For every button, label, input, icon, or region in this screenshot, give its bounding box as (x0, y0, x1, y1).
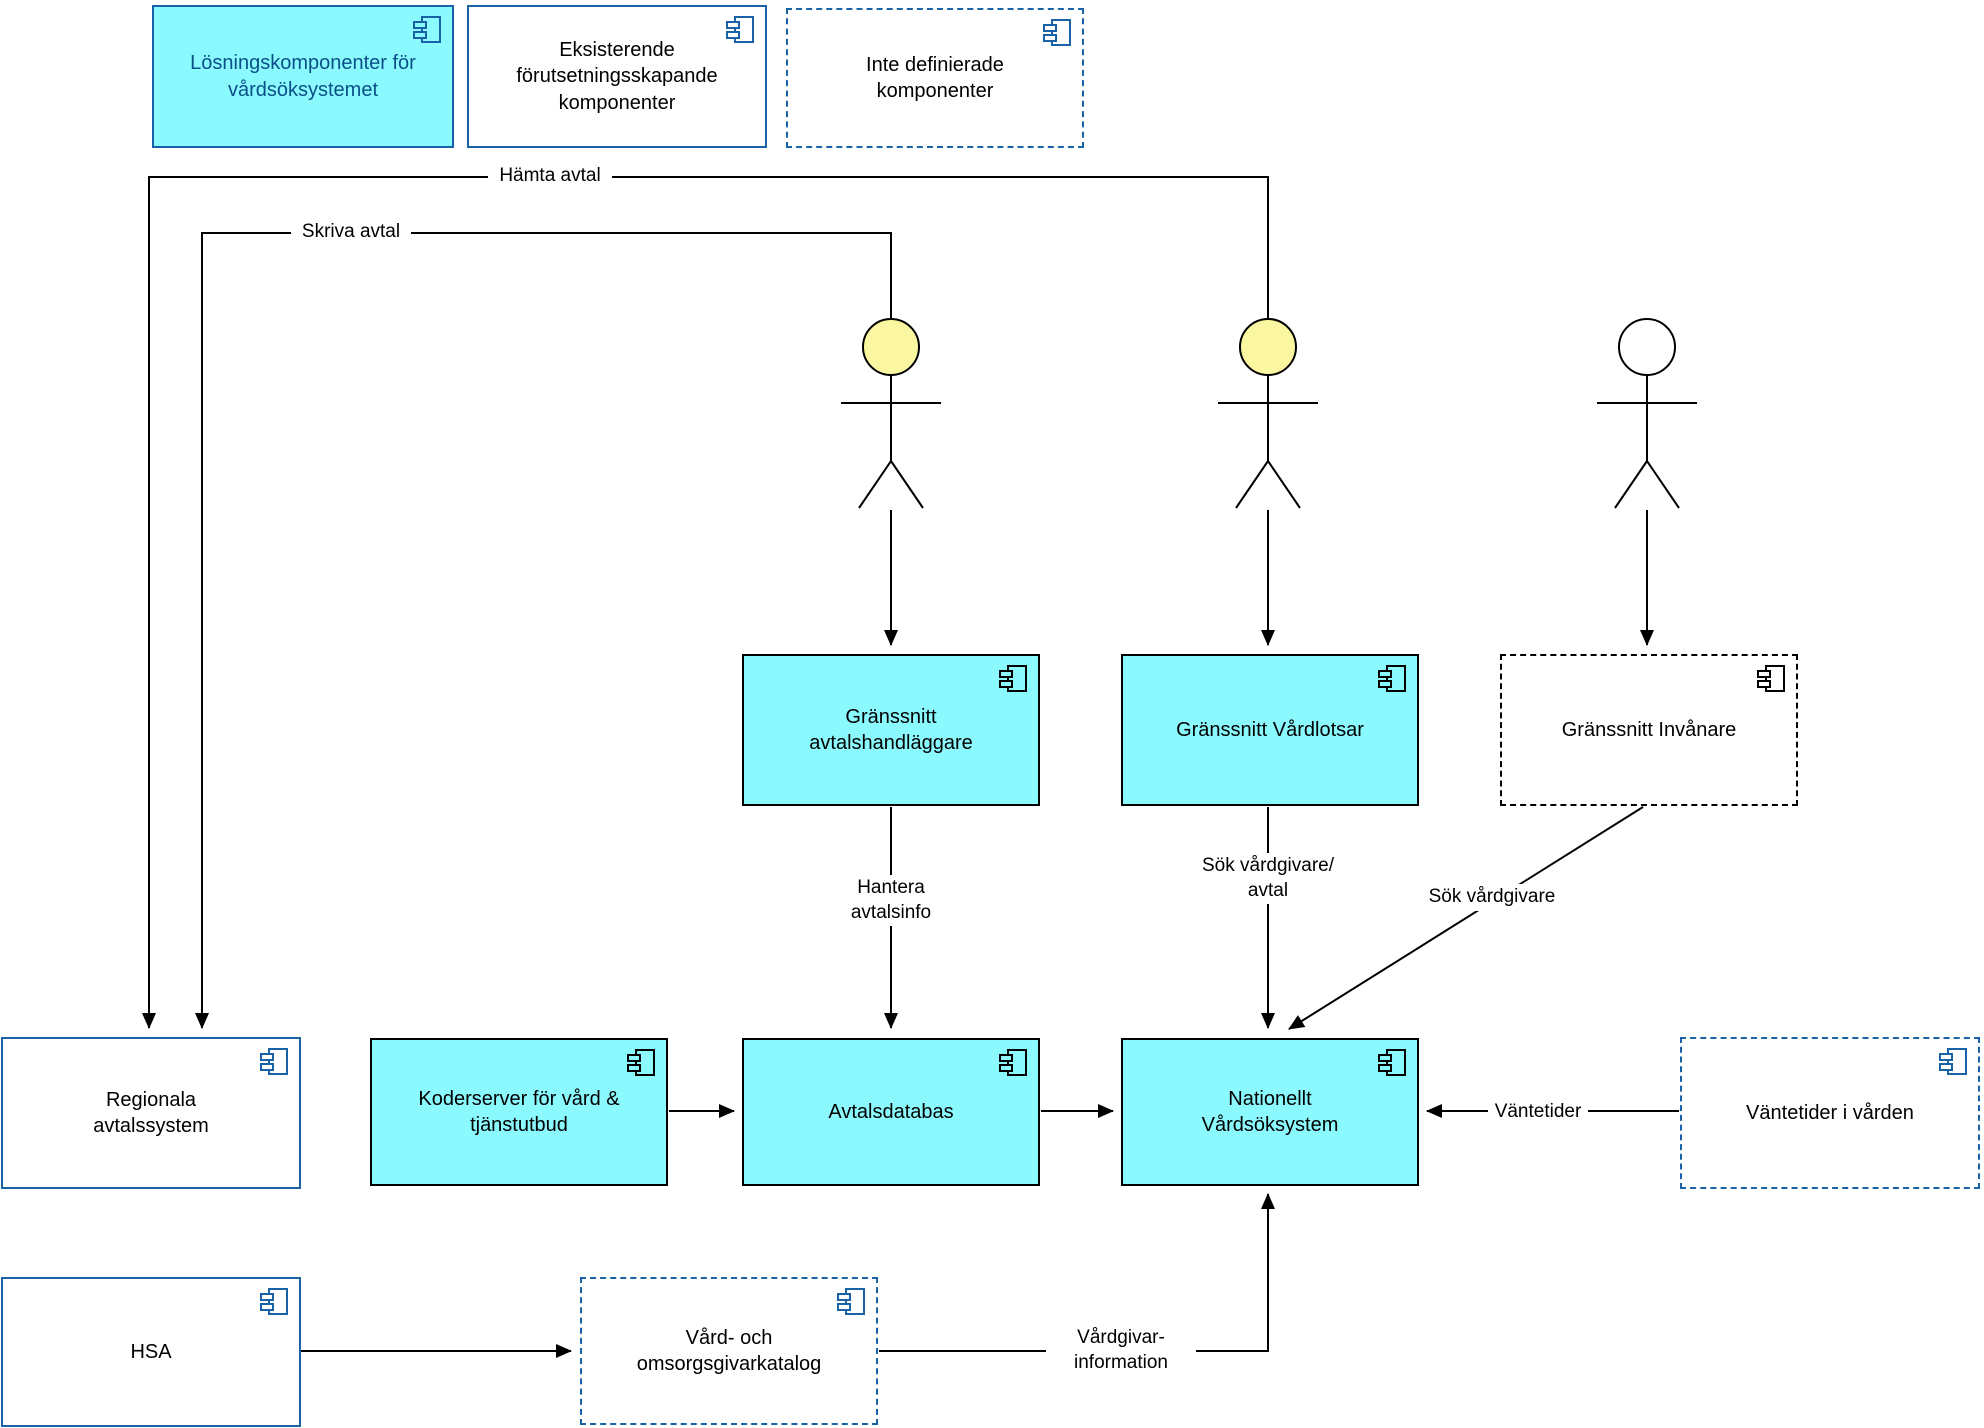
legend-existing-components: Eksisterende förutsetningsskapande kompo… (467, 5, 767, 148)
edge-label-hantera-avtalsinfo: Hantera avtalsinfo (811, 875, 971, 927)
component-label: Gränssnitt Invånare (1561, 718, 1737, 741)
component-icon (413, 16, 441, 43)
component-label: HSA (130, 1340, 172, 1363)
component-icon (1043, 19, 1071, 46)
component-label: Koderserver för vård & tjänstutbud (418, 1087, 620, 1136)
component-vantetider-i-varden: Väntetider i vården (1680, 1037, 1980, 1189)
component-hsa: HSA (1, 1277, 301, 1427)
component-label: Avtalsdatabas (828, 1100, 954, 1123)
component-icon (726, 16, 754, 43)
actor-avtalshandlaggare-icon (841, 318, 941, 509)
component-label: Nationellt Vårdsöksystem (1201, 1087, 1339, 1136)
edge-label-skriva-avtal: Skriva avtal (291, 219, 411, 246)
component-koderserver: Koderserver för vård & tjänstutbud (370, 1038, 668, 1186)
component-label: Väntetider i vården (1746, 1101, 1914, 1124)
component-label: Regionala avtalssystem (93, 1088, 209, 1137)
component-icon (1757, 665, 1785, 692)
legend-solution-label: Lösningskomponenter för vårdsöksystemet (190, 52, 416, 101)
edge-label-sok-vardgivare-avtal: Sök vårdgivare/ avtal (1188, 853, 1348, 905)
component-granssnitt-vardlotsar: Gränssnitt Vårdlotsar (1121, 654, 1419, 806)
component-avtalsdatabas: Avtalsdatabas (742, 1038, 1040, 1186)
component-icon (1378, 665, 1406, 692)
component-icon (1378, 1049, 1406, 1076)
component-icon (1939, 1048, 1967, 1075)
edge-label-hamta-avtal: Hämta avtal (488, 163, 612, 190)
edge-sok-vardgivare (1288, 806, 1644, 1030)
component-icon (260, 1288, 288, 1315)
component-icon (260, 1048, 288, 1075)
edge-skriva-avtal (195, 232, 892, 1029)
component-label: Vård- och omsorgsgivarkatalog (636, 1326, 822, 1375)
component-nationellt-vardsoksystem: Nationellt Vårdsöksystem (1121, 1038, 1419, 1186)
component-icon (999, 1049, 1027, 1076)
actor-vardlotsar-icon (1218, 318, 1318, 509)
component-label: Gränssnitt Vårdlotsar (1176, 718, 1364, 741)
legend-undefined-components: Inte definierade komponenter (786, 8, 1084, 148)
component-icon (999, 665, 1027, 692)
edge-hamta-avtal (142, 176, 1269, 1029)
actor-invanare-icon (1597, 318, 1697, 509)
component-icon (627, 1049, 655, 1076)
edge-label-vantetider: Väntetider (1488, 1099, 1588, 1126)
component-regionala-avtalssystem: Regionala avtalssystem (1, 1037, 301, 1189)
legend-undefined-label: Inte definierade komponenter (866, 53, 1004, 102)
component-granssnitt-invanare: Gränssnitt Invånare (1500, 654, 1798, 806)
component-label: Gränssnitt avtalshandläggare (809, 705, 973, 754)
legend-solution-components: Lösningskomponenter för vårdsöksystemet (152, 5, 454, 148)
edge-label-sok-vardgivare: Sök vårdgivare (1412, 884, 1572, 911)
legend-existing-label: Eksisterende förutsetningsskapande kompo… (516, 38, 718, 114)
component-icon (837, 1288, 865, 1315)
component-vardgivarkatalog: Vård- och omsorgsgivarkatalog (580, 1277, 878, 1425)
edge-label-vardgivar-information: Vårdgivar- information (1046, 1325, 1196, 1377)
edge-vardgivarinformation (879, 1193, 1275, 1352)
component-granssnitt-avtalshandlaggare: Gränssnitt avtalshandläggare (742, 654, 1040, 806)
